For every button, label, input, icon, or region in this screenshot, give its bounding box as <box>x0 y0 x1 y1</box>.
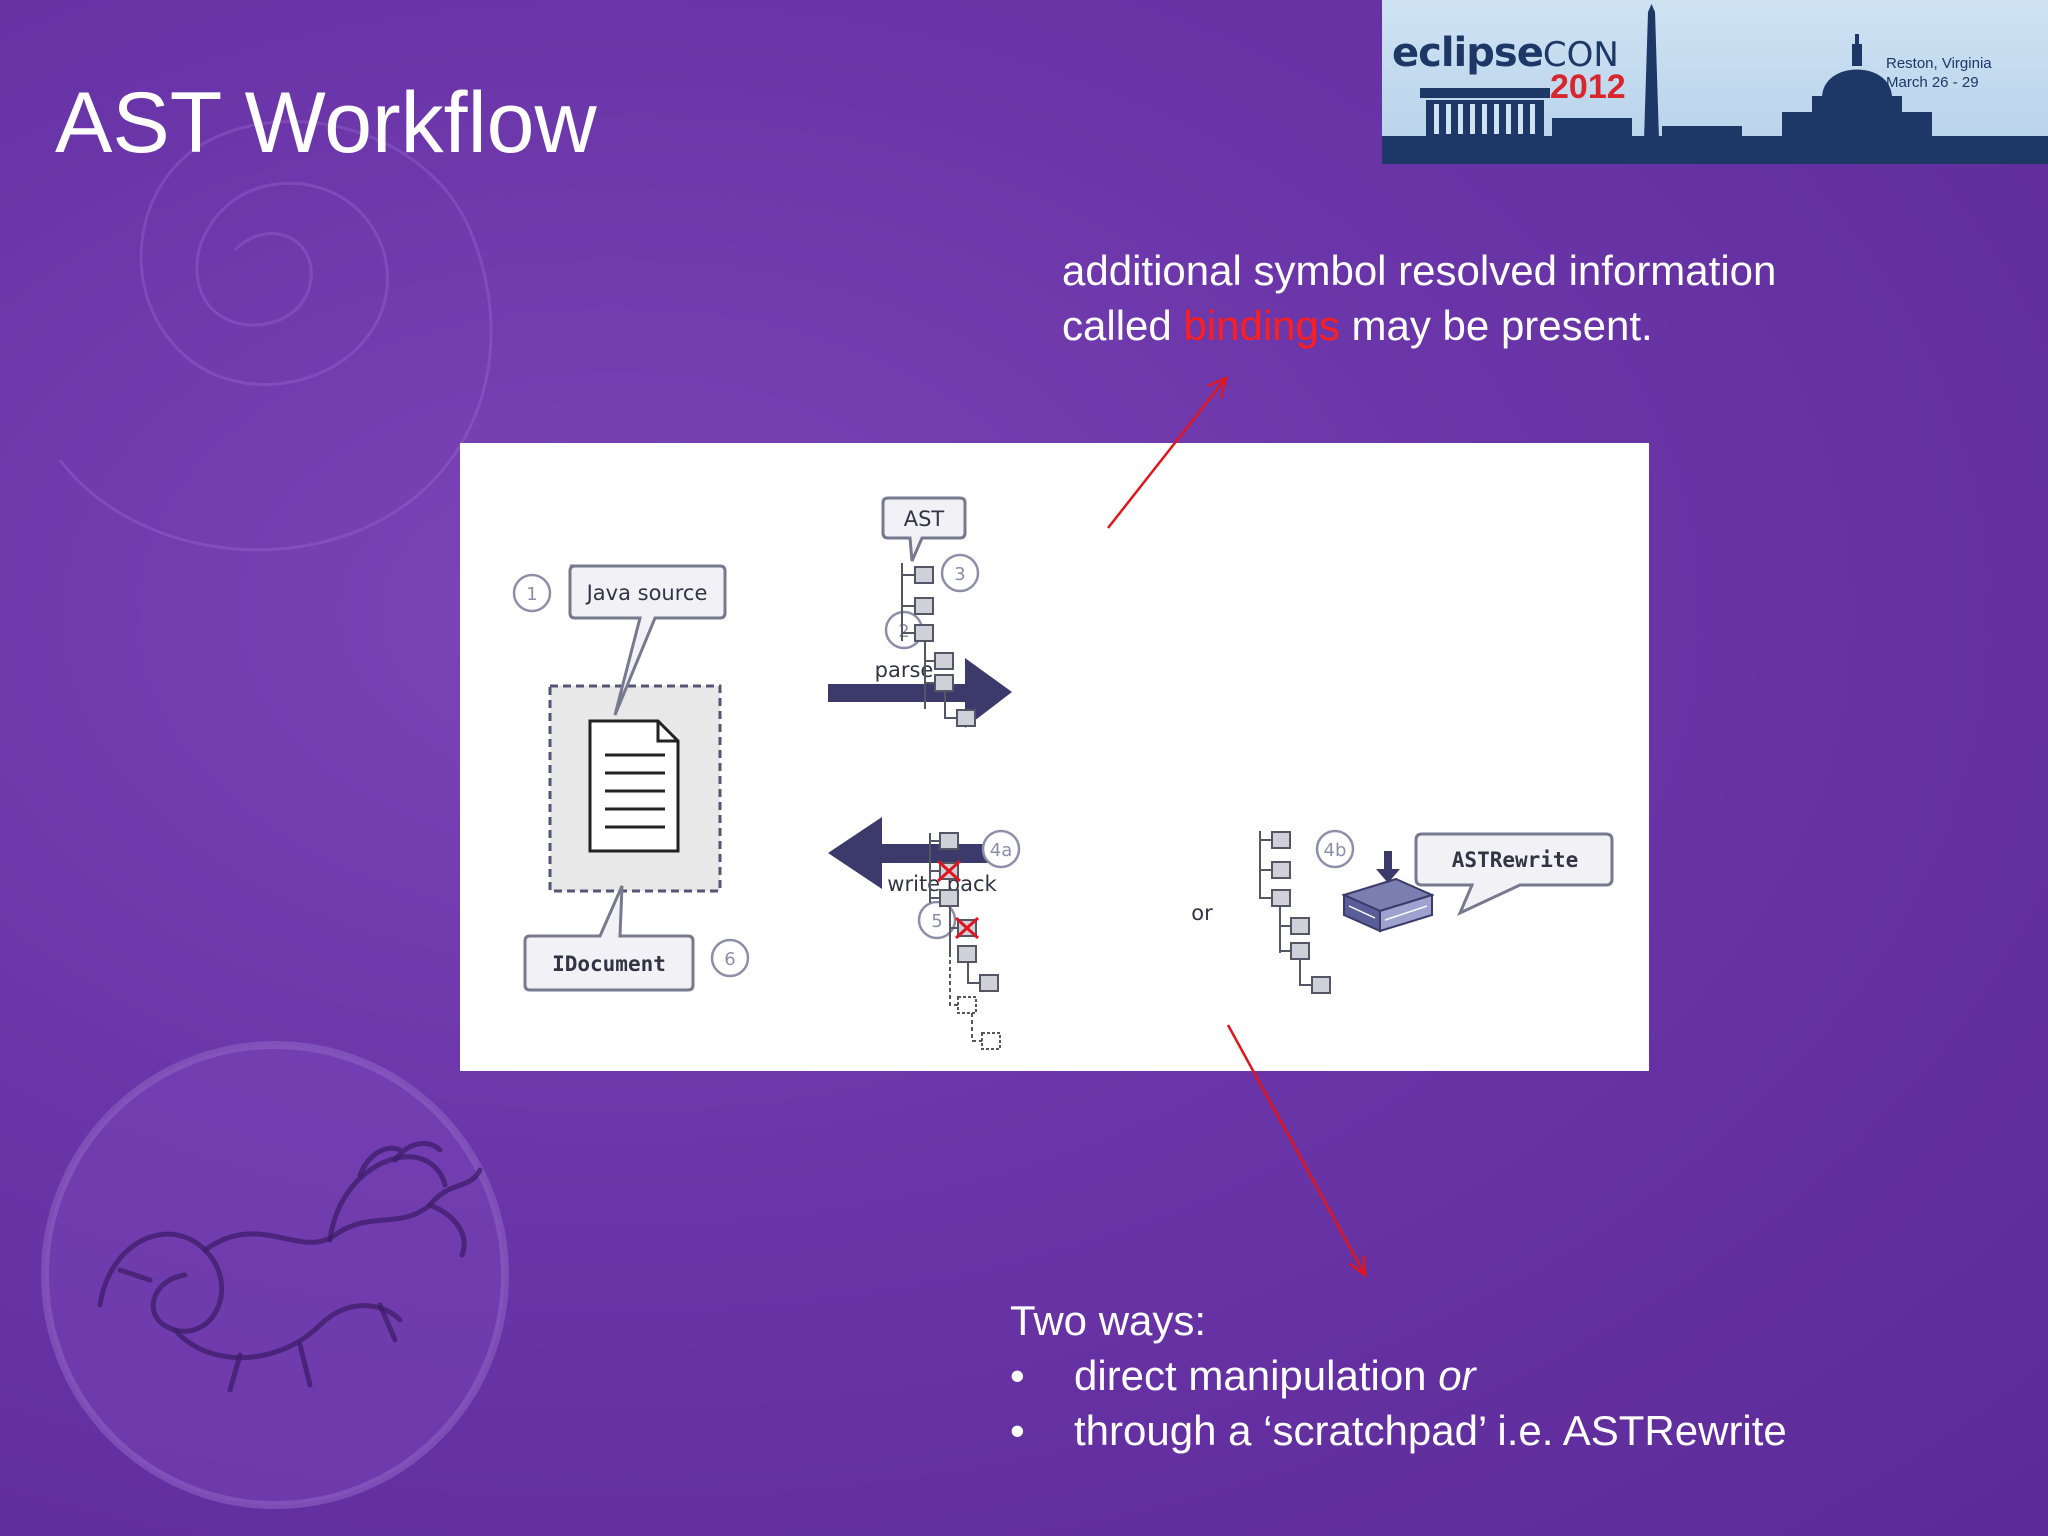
washington-skyline-icon <box>1382 4 2048 164</box>
ast-callout: AST <box>881 496 967 562</box>
bindings-note: additional symbol resolved information c… <box>1062 243 1776 353</box>
svg-text:3: 3 <box>954 564 965 585</box>
delete-mark-icon <box>936 859 980 940</box>
two-ways-list: direct manipulation or through a ‘scratc… <box>1010 1348 1787 1458</box>
logo-year: 2012 <box>1550 68 1626 106</box>
bullet1-text: direct manipulation <box>1074 1352 1439 1399</box>
bindings-note-prefix: called <box>1062 302 1184 349</box>
dragon-seal-icon <box>41 1041 509 1509</box>
list-item: direct manipulation or <box>1010 1348 1787 1403</box>
or-label: or <box>1191 901 1213 925</box>
bindings-note-suffix: may be present. <box>1339 302 1653 349</box>
ast-label: AST <box>904 507 945 531</box>
slide-title: AST Workflow <box>55 75 597 171</box>
idocument-callout: IDocument <box>523 885 695 992</box>
step-3-marker: 3 <box>940 553 980 593</box>
step-2-marker: 2 <box>884 610 924 650</box>
bullet2-text: through a ‘scratchpad’ i.e. ASTRewrite <box>1074 1407 1787 1454</box>
svg-text:5: 5 <box>931 911 942 932</box>
two-ways-note: Two ways: direct manipulation or through… <box>1010 1293 1787 1458</box>
logo-brand-suffix: CON <box>1542 35 1619 75</box>
svg-text:6: 6 <box>724 949 735 970</box>
ast-workflow-diagram: .cin { fill: #ffffff; stroke: #8d8fa8; s… <box>460 443 1649 1071</box>
original-ast-tree-4b <box>1259 831 1331 994</box>
step-4a-marker: 4a <box>981 829 1021 869</box>
astrewrite-callout: ASTRewrite <box>1414 832 1614 917</box>
list-item: through a ‘scratchpad’ i.e. ASTRewrite <box>1010 1403 1787 1458</box>
write-back-arrow <box>828 817 1008 889</box>
astrewrite-label: ASTRewrite <box>1452 848 1578 872</box>
step-4b-marker: 4b <box>1315 829 1355 869</box>
svg-text:2: 2 <box>898 621 909 642</box>
step-5-marker: 5 <box>917 900 957 940</box>
svg-text:4b: 4b <box>1324 840 1347 861</box>
document-frame <box>548 684 722 893</box>
bindings-note-line1: additional symbol resolved information <box>1062 247 1777 294</box>
astrewrite-stack-icon <box>1341 851 1435 933</box>
svg-text:4a: 4a <box>990 840 1012 861</box>
logo-location: Reston, Virginia <box>1886 55 1992 72</box>
bindings-highlight: bindings <box>1183 302 1340 349</box>
modified-ast-tree-4a <box>929 832 1001 1050</box>
java-source-label: Java source <box>585 581 708 605</box>
java-source-callout: Java source <box>568 564 727 716</box>
logo-dates: March 26 - 29 <box>1886 74 1979 91</box>
bullet1-italic: or <box>1438 1352 1476 1399</box>
logo-brand: eclipse <box>1392 30 1544 76</box>
step-6-marker: 6 <box>710 938 750 978</box>
idocument-label: IDocument <box>552 952 666 976</box>
step-1-marker: 1 <box>512 573 552 613</box>
svg-text:1: 1 <box>526 584 537 605</box>
eclipsecon-logo: eclipseCON 2012 Reston, Virginia March 2… <box>1382 0 2048 164</box>
parse-label: parse <box>875 658 934 682</box>
two-ways-heading: Two ways: <box>1010 1297 1207 1344</box>
document-icon <box>588 719 680 853</box>
ast-tree <box>901 563 976 727</box>
